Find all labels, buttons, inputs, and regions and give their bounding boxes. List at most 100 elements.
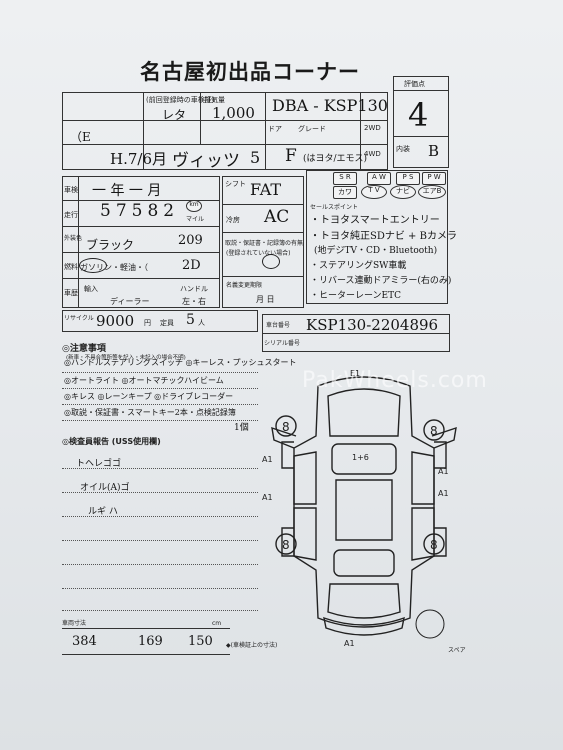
height-value: 150 [188, 634, 213, 649]
option-tv: T V [361, 185, 387, 199]
recycle-value: 9000 [96, 312, 135, 330]
color-label: 外装色 [64, 235, 83, 242]
owner-label: 名義変更期限 [226, 282, 263, 289]
interior-label: 内装 [396, 145, 410, 153]
sales-line3: (地デジTV・CD・Bluetooth) [314, 246, 438, 256]
options-box [306, 170, 448, 304]
tire-mark-fr: 8 [430, 424, 438, 438]
fuel-label: 燃料 [64, 263, 78, 271]
mark-roof: 1+6 [352, 453, 369, 462]
doors-value: 5 [250, 148, 261, 167]
drive-2wd: 2WD [364, 124, 381, 132]
notes-line3: ◎キレス ◎レーンキープ ◎ドライブレコーダー [64, 392, 234, 401]
chassis-label: 車台番号 [266, 322, 291, 329]
mark-right-2: A1 [438, 489, 449, 498]
recycle-row [62, 310, 258, 332]
option-pw: P W [422, 172, 446, 185]
margin-mark: （E [70, 130, 91, 144]
grade-note: (はヨタ/エモス) [303, 154, 368, 164]
dimension-note: ◆(車検証上の寸法) [226, 642, 278, 649]
inspector-header: ◎検査員報告 (USS使用欄) [62, 437, 161, 446]
option-leather: カワ [333, 186, 357, 199]
sales-line1: ・トヨタスマートエントリー [310, 215, 440, 226]
score-value: 4 [408, 96, 429, 134]
displacement-value: 1,000 [212, 104, 255, 122]
car-damage-diagram: E1 1+6 A1 A1 A1 A1 A1 8 8 8 8 スペア [262, 369, 466, 654]
spec-middle [222, 176, 304, 308]
notes-line4: ◎取説・保証書・スマートキー2本・点検記録簿 [64, 408, 236, 417]
width-value: 169 [138, 634, 163, 649]
check-note: (登録されていない場合) [226, 250, 291, 257]
interior-value: B [428, 142, 440, 160]
dealer-label: ディーラー [110, 297, 150, 306]
length-value: 384 [72, 634, 97, 649]
first-reg-value: レタ [162, 108, 187, 122]
mileage-unit2: マイル [186, 216, 205, 223]
seats-unit: 人 [198, 319, 205, 327]
sales-line6: ・ヒーターレーンETC [310, 291, 402, 301]
score-label: 評価点 [404, 80, 425, 88]
fuel-circle [79, 258, 107, 273]
dimensions-label: 車両寸法 [62, 620, 87, 627]
fuel-code: 2D [182, 258, 201, 273]
notes-header: ◎注意事項 [62, 344, 106, 354]
import-label: 輸入 [84, 285, 98, 293]
model-code-value: DBA - KSP130 [272, 96, 388, 115]
inspection-label: 車検 [64, 186, 78, 194]
year-value: H.7/6月 [110, 150, 167, 168]
mark-right-1: A1 [438, 467, 449, 476]
shift-label: シフト [225, 180, 246, 188]
mileage-unit: km [186, 200, 202, 212]
history-label: 車歴 [64, 289, 78, 297]
mark-rear: A1 [344, 639, 355, 648]
inspection-value: 一 年 一 月 [92, 183, 162, 199]
shift-value: FAT [250, 180, 282, 199]
report-line2: オイル(A)ゴ [80, 483, 130, 493]
report-line1: トヘレゴゴ [76, 459, 122, 469]
grade-label: グレード [298, 125, 326, 133]
check-circle [262, 254, 280, 269]
grade-value: F [285, 146, 297, 166]
tire-mark-rr: 8 [430, 538, 438, 552]
serial-label: シリアル番号 [264, 340, 300, 347]
vin-value: KSP130-2204896 [306, 316, 439, 334]
sales-label: セールスポイント [310, 204, 359, 211]
tire-mark-rl: 8 [282, 538, 290, 552]
mark-front: E1 [350, 369, 360, 378]
notes-line1: ◎ハンドルステアリングスイッチ ◎キーレス・プッシュスタート [64, 358, 297, 367]
option-sr: S R [333, 172, 357, 185]
page-title: 名古屋初出品コーナー [140, 60, 360, 84]
check-label: 取説・保証書・記録簿の有無 [225, 240, 304, 247]
color-code: 209 [178, 233, 203, 248]
owner-value: 月 日 [256, 295, 275, 304]
sales-line4: ・ステアリングSW車載 [310, 261, 407, 271]
fuel-value: ガソリン・軽油・（ [80, 263, 148, 272]
mark-left-2: A1 [262, 493, 273, 502]
notes-line2: ◎オートライト ◎オートマチックハイビーム [64, 376, 224, 385]
report-line3: ルギ ハ [88, 507, 118, 517]
color-value: ブラック [86, 238, 135, 252]
mileage-label: 走行 [64, 211, 78, 219]
spec-table [62, 176, 220, 308]
doors-label: ドア [268, 125, 282, 133]
option-aw: A W [367, 172, 391, 185]
score-box [393, 76, 449, 168]
option-ps: P S [396, 172, 420, 185]
handle-label: ハンドル [180, 285, 208, 293]
maker-note: (前回登録時の車検証) [146, 96, 215, 104]
top-table [62, 92, 388, 170]
ac-label: 冷房 [226, 216, 240, 224]
mileage-value: 57582 [100, 201, 180, 221]
seats-label: 定員 [160, 319, 174, 327]
notes-line5: 1個 [234, 423, 249, 433]
displacement-label: 排気量 [204, 96, 225, 104]
ac-value: AC [264, 207, 290, 227]
mark-left-1: A1 [262, 455, 273, 464]
option-navi: ナビ [390, 185, 416, 199]
car-name-value: ヴィッツ [172, 151, 240, 171]
sales-line2: ・トヨタ純正SDナビ + Bカメラ [310, 231, 457, 242]
recycle-unit: 円 [144, 319, 151, 327]
seats-value: 5 [186, 312, 195, 328]
drive-4wd: 4WD [364, 150, 381, 158]
